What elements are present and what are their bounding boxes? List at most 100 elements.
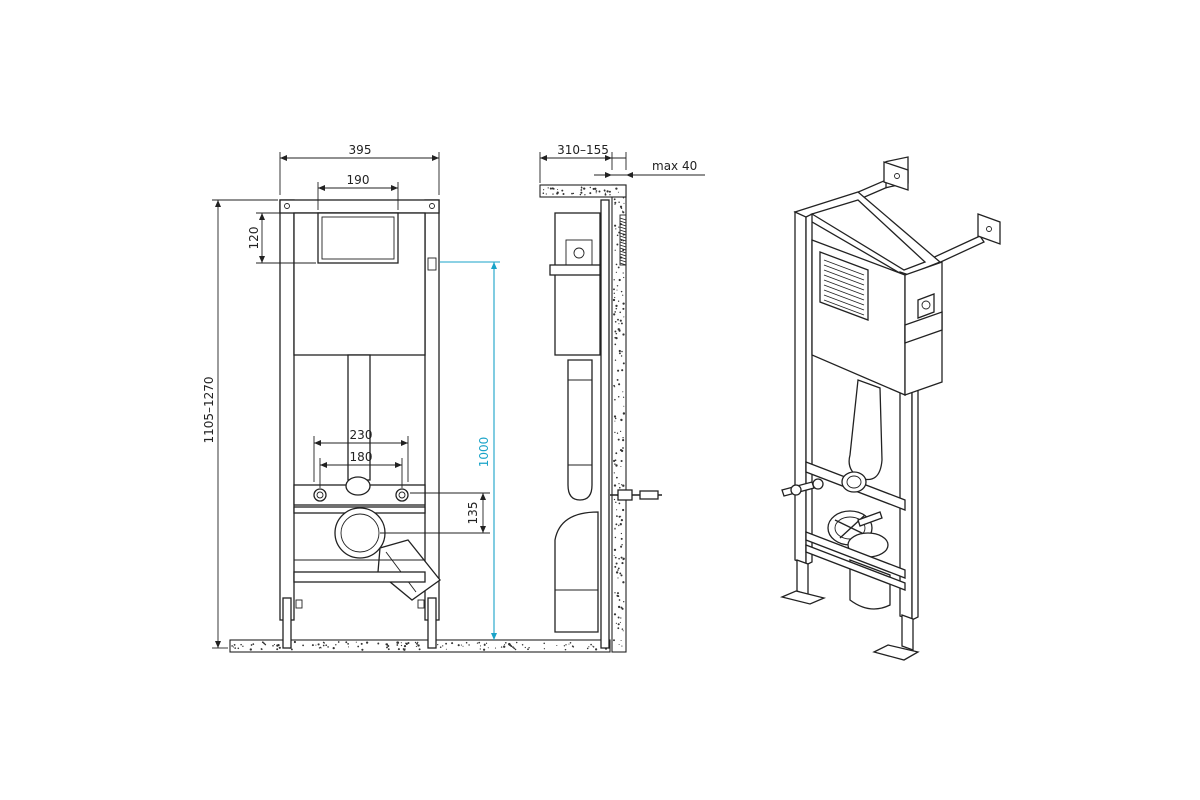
concrete-speck [613,613,617,616]
concrete-speck [404,648,406,650]
concrete-speck [400,644,403,647]
concrete-speck [614,420,616,422]
insulation-hatch [619,220,627,224]
flush-panel-grille [823,259,865,276]
concrete-speck [621,562,624,565]
concrete-speck [614,201,617,204]
concrete-speck [620,518,624,522]
right-upright [424,199,440,621]
concrete-speck [396,641,399,644]
concrete-speck [614,336,616,339]
waste-elbow [377,539,441,601]
concrete-speck [249,648,252,651]
concrete-speck [345,641,348,644]
concrete-speck [357,645,360,648]
concrete-speck [616,594,619,597]
dim-frame-width: 395 [279,143,440,195]
concrete-speck [272,645,274,647]
concrete-speck [622,333,625,336]
concrete-speck [620,322,623,325]
left-leg [282,597,292,649]
dim-pipe-offset: 135 [380,492,490,534]
concrete-speck [622,362,625,365]
concrete-speck [240,643,242,646]
concrete-speck [622,294,624,296]
concrete-speck [614,417,617,420]
concrete-speck [617,191,619,193]
concrete-speck [615,523,618,526]
concrete-speck [396,644,399,646]
concrete-speck [594,187,597,190]
dim-inner-bolts-label: 180 [350,450,373,464]
concrete-speck [595,648,598,651]
iso-left-upright [794,210,807,567]
concrete-speck [564,648,567,651]
concrete-speck [571,192,573,195]
concrete-speck [494,647,497,649]
concrete-speck [478,641,481,644]
concrete-speck [620,556,623,559]
dim-outlet-height-label: 1000 [477,437,491,468]
concrete-speck [521,644,524,646]
flush-panel-grille [823,299,865,316]
flush-panel-grille [823,284,865,301]
concrete-speck [557,188,559,191]
concrete-speck [322,644,325,647]
concrete-speck [335,644,337,646]
concrete-speck [613,472,615,474]
concrete-speck [580,189,583,191]
concrete-speck [483,643,486,646]
concrete-speck [617,577,619,579]
concrete-speck [616,285,619,287]
concrete-speck [278,646,281,649]
concrete-speck [242,645,244,647]
concrete-speck [615,452,618,455]
concrete-speck [465,641,468,644]
concrete-speck [613,459,616,463]
concrete-speck [503,645,506,648]
concrete-speck [615,228,617,230]
concrete-speck [317,643,320,646]
concrete-speck [616,592,620,595]
concrete-speck [355,641,357,643]
concrete-speck [622,302,625,305]
concrete-speck [592,645,594,647]
concrete-speck [437,643,439,646]
concrete-speck [604,193,607,196]
concrete-speck [614,296,616,299]
concrete-speck [613,384,615,387]
concrete-speck [386,646,388,649]
concrete-speck [588,646,590,648]
flush-panel-grille [823,294,865,311]
concrete-speck [561,189,564,192]
floor-slab [229,639,611,653]
concrete-speck [416,642,418,645]
concrete-speck [618,201,620,204]
concrete-speck [614,330,617,333]
left-bolt [313,488,327,502]
concrete-speck [415,645,417,648]
concrete-speck [418,648,421,651]
right-leg [427,597,437,649]
concrete-speck [622,412,626,415]
concrete-speck [572,646,575,648]
concrete-speck [387,645,390,647]
concrete-speck [617,300,620,302]
concrete-speck [460,644,462,646]
concrete-speck [620,532,623,535]
concrete-speck [315,644,317,646]
concrete-speck [276,648,279,651]
concrete-speck [617,438,620,441]
concrete-speck [621,645,623,647]
concrete-speck [572,192,575,195]
concrete-speck [361,648,364,651]
concrete-speck [504,644,506,646]
concrete-speck [311,644,314,647]
concrete-speck [619,572,622,575]
concrete-speck [620,465,622,468]
concrete-speck [618,643,620,646]
concrete-speck [290,648,293,651]
concrete-speck [615,304,618,308]
concrete-speck [621,607,624,610]
concrete-speck [620,617,622,619]
